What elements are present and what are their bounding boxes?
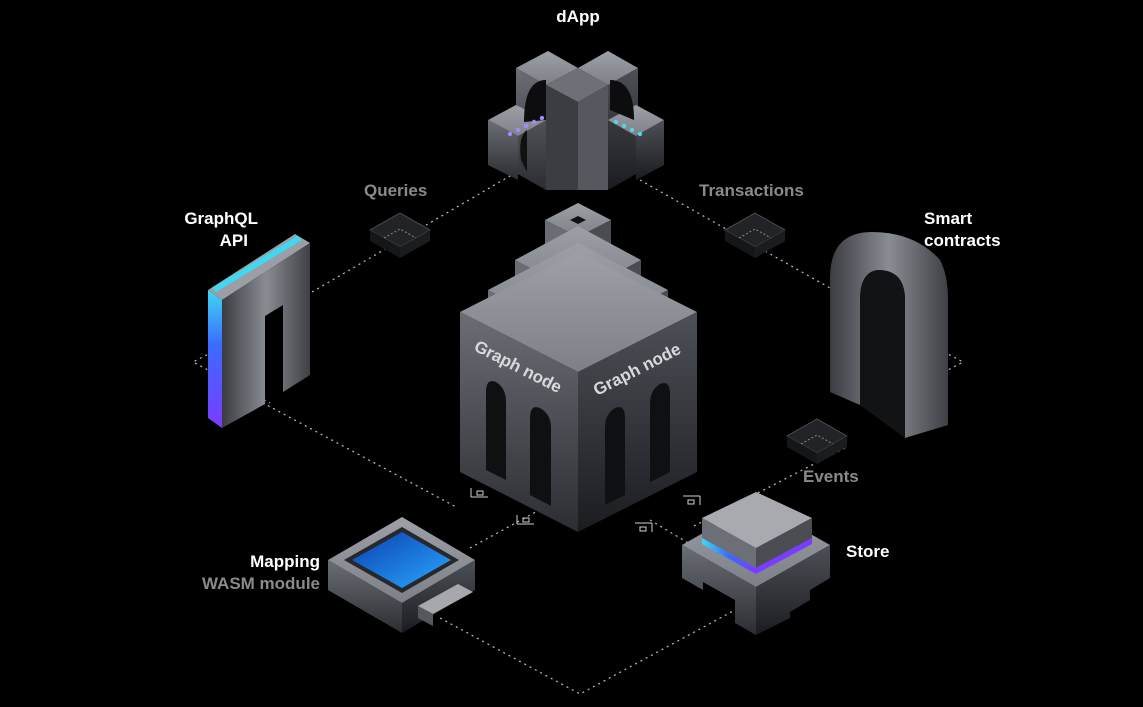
mapping-label-line1: Mapping xyxy=(250,552,320,571)
smart-label-line2: contracts xyxy=(924,231,1001,250)
transactions-label: Transactions xyxy=(699,181,804,200)
graphql-api-label: GraphQL API xyxy=(150,208,258,252)
wasm-label-line2: WASM module xyxy=(201,574,320,593)
queries-label: Queries xyxy=(364,181,428,200)
smart-contracts-label: Smart contracts xyxy=(924,208,1034,252)
smart-contracts-arch xyxy=(830,232,948,438)
store-block xyxy=(682,492,830,635)
smart-label-line1: Smart xyxy=(924,209,973,228)
line-graphql-graphnode xyxy=(251,396,459,509)
graphql-api-portal xyxy=(208,234,310,428)
events-label: Events xyxy=(803,467,859,486)
transactions-message-icon xyxy=(724,212,786,258)
events-message-icon xyxy=(786,418,848,464)
graphql-label-line1: GraphQL xyxy=(184,209,258,228)
line-mapping-bottom xyxy=(439,609,736,695)
dapp-label: dApp xyxy=(556,7,600,26)
dapp-building xyxy=(488,51,664,190)
connector-tags xyxy=(470,488,701,532)
store-label: Store xyxy=(846,542,890,561)
queries-message-icon xyxy=(369,212,431,258)
graph-node-building: Graph node Graph node xyxy=(460,203,697,532)
graphql-label-line2: API xyxy=(219,231,248,250)
mapping-wasm-pool xyxy=(328,517,475,633)
mapping-label: Mapping WASM module xyxy=(170,551,320,595)
